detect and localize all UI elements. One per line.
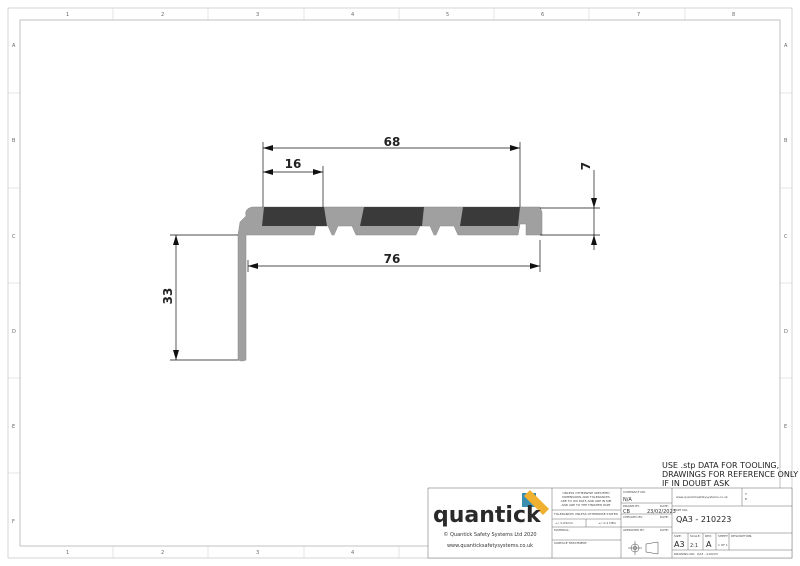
note-line: IF IN DOUBT ASK bbox=[662, 479, 730, 488]
col-label: 2 bbox=[161, 550, 164, 556]
spec-note: DIMENSIONS AND TOLERANCES bbox=[562, 495, 610, 499]
rev-value: A bbox=[706, 540, 712, 549]
grid-labels: 1 2 3 4 5 6 7 8 1 2 3 4 A B C D E F A B … bbox=[8, 8, 792, 558]
drawn-date: 23/02/2023 bbox=[647, 509, 676, 515]
row-label: B bbox=[784, 138, 788, 144]
title-block bbox=[427, 487, 793, 559]
description-label: DESCRIPTION: bbox=[731, 534, 752, 538]
dimension-arrows bbox=[173, 145, 597, 360]
contact-email: E: bbox=[745, 497, 748, 501]
note-line: USE .stp DATA FOR TOOLING, bbox=[662, 461, 779, 470]
third-angle-projection-icon bbox=[628, 541, 659, 555]
scale-value: 2:1 bbox=[690, 543, 698, 549]
logo-stripe bbox=[524, 490, 549, 515]
spec-note: ARE TO ISO 8015 AND ARE IN MM bbox=[561, 499, 612, 503]
row-label: B bbox=[12, 138, 16, 144]
part-no-label: PART NO: bbox=[674, 508, 688, 512]
dimension-lines bbox=[170, 142, 600, 361]
company-website: www.quanticksafetysystems.co.uk bbox=[447, 543, 533, 549]
col-label: 3 bbox=[256, 12, 259, 18]
dim-16: 16 bbox=[285, 157, 302, 171]
col-label: 3 bbox=[256, 550, 259, 556]
row-label: E bbox=[784, 424, 787, 430]
checked-label: CHECKED BY: bbox=[623, 515, 643, 519]
drawing-no-label: DRAWING NO: bbox=[674, 552, 695, 556]
row-label: D bbox=[12, 329, 16, 335]
spec-note: UNLESS OTHERWISE SPECIFIED bbox=[562, 491, 610, 495]
row-label: A bbox=[784, 43, 788, 49]
quantick-logo: quantick bbox=[433, 490, 549, 528]
sheet-label: SHEET: bbox=[718, 534, 728, 538]
sheet-value: 1 OF 1 bbox=[718, 543, 728, 547]
row-label: A bbox=[12, 43, 16, 49]
col-label: 4 bbox=[351, 12, 354, 18]
row-label: C bbox=[12, 234, 16, 240]
drawing-no-value: QA3 - 210223 bbox=[697, 552, 718, 556]
surface-label: SURFACE TREATMENT: bbox=[554, 541, 587, 545]
col-label: 7 bbox=[637, 12, 640, 18]
contact-web: www.quanticksafetysystems.co.uk bbox=[676, 495, 728, 499]
anti-slip-insert bbox=[262, 207, 327, 226]
col-label: 6 bbox=[541, 12, 544, 18]
date-label: DATE: bbox=[660, 515, 669, 519]
dim-7: 7 bbox=[579, 162, 593, 170]
rev-label: REV: bbox=[705, 534, 712, 538]
spec-note: AND ARE TO THE FINISHED PART bbox=[561, 503, 610, 507]
dim-68: 68 bbox=[384, 135, 401, 149]
col-label: 5 bbox=[446, 12, 449, 18]
size-value: A3 bbox=[674, 540, 685, 549]
row-label: D bbox=[784, 329, 788, 335]
anti-slip-insert bbox=[460, 207, 520, 226]
contract-value: N/A bbox=[623, 497, 632, 503]
contract-label: CONTRACT NO. bbox=[623, 490, 646, 494]
col-label: 4 bbox=[351, 550, 354, 556]
copyright: © Quantick Safety Systems Ltd 2020 bbox=[443, 531, 536, 538]
material-label: MATERIAL: bbox=[554, 528, 570, 532]
col-label: 1 bbox=[66, 550, 69, 556]
logo-text: quantick bbox=[433, 503, 542, 528]
aluminium-profile bbox=[237, 206, 543, 362]
date-label: DATE: bbox=[660, 504, 669, 508]
anti-slip-insert bbox=[360, 207, 424, 226]
scale-label: SCALE: bbox=[690, 534, 701, 538]
row-label: C bbox=[784, 234, 788, 240]
stair-nosing-profile bbox=[237, 206, 543, 362]
col-label: 8 bbox=[732, 12, 735, 18]
col-label: 1 bbox=[66, 12, 69, 18]
approved-label: APPROVED BY: bbox=[623, 528, 645, 532]
tolerances-label: TOLERANCES UNLESS OTHERWISE STATED bbox=[553, 512, 619, 516]
part-no: QA3 - 210223 bbox=[676, 515, 731, 524]
drawn-by-label: DRAWN BY: bbox=[623, 504, 640, 508]
date-label: DATE: bbox=[660, 528, 669, 532]
note-line: DRAWINGS FOR REFERENCE ONLY bbox=[662, 470, 798, 479]
dim-76: 76 bbox=[384, 252, 401, 266]
dim-33: 33 bbox=[161, 288, 175, 305]
tolerance-linear: +/- 0.05mm bbox=[555, 521, 573, 525]
col-label: 2 bbox=[161, 12, 164, 18]
tolerance-angular: +/- 0.2 DEG bbox=[598, 521, 616, 525]
row-label: E bbox=[12, 424, 15, 430]
contact-phone: T: bbox=[744, 492, 748, 496]
tooling-note: USE .stp DATA FOR TOOLING, DRAWINGS FOR … bbox=[662, 461, 798, 488]
drawn-by-value: CB bbox=[623, 509, 630, 515]
size-label: SIZE: bbox=[674, 534, 682, 538]
row-label: F bbox=[12, 519, 15, 525]
